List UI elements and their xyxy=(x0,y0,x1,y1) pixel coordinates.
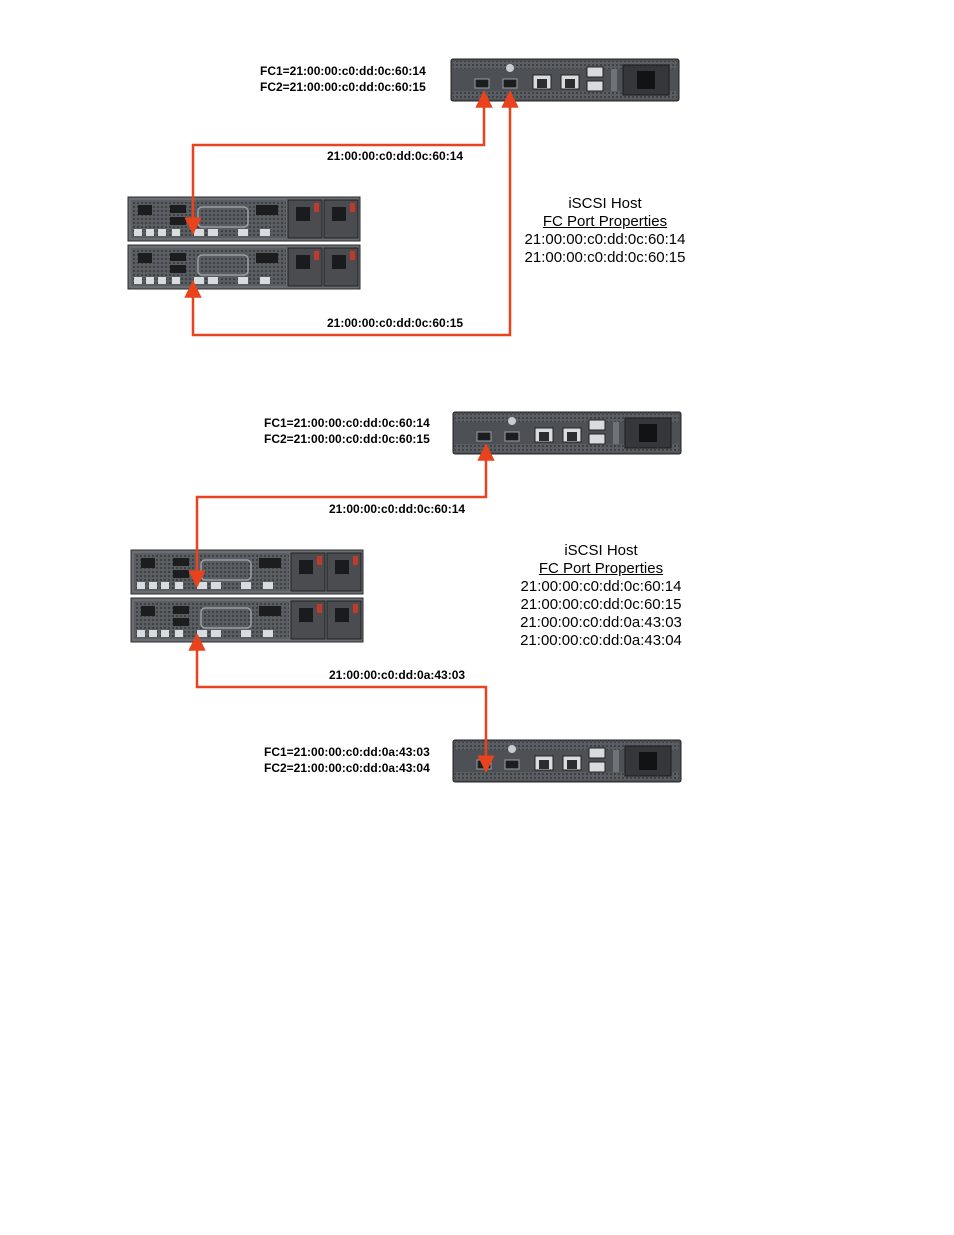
bottom-enclosure-upper xyxy=(130,549,364,595)
bottom-router1-fc1-label: FC1=21:00:00:c0:dd:0c:60:14 xyxy=(264,416,430,430)
top-link-fc2-label: 21:00:00:c0:dd:0c:60:15 xyxy=(327,316,464,330)
top-host-wwn: 21:00:00:c0:dd:0c:60:15 xyxy=(524,249,686,266)
bottom-host-properties: iSCSI Host FC Port Properties 21:00:00:c… xyxy=(506,542,696,650)
bottom-router1-fc2-label: FC2=21:00:00:c0:dd:0c:60:15 xyxy=(264,432,430,446)
bottom-router2-fc2-label: FC2=21:00:00:c0:dd:0a:43:04 xyxy=(264,761,430,775)
bottom-link-router2-label: 21:00:00:c0:dd:0a:43:03 xyxy=(329,668,466,682)
top-link-fc2 xyxy=(184,90,519,337)
bottom-host-wwn: 21:00:00:c0:dd:0c:60:14 xyxy=(520,578,682,595)
bottom-host-title: iSCSI Host xyxy=(564,542,638,559)
bottom-link-router2 xyxy=(188,633,495,773)
bottom-host-subtitle: FC Port Properties xyxy=(538,560,664,577)
top-host-wwn: 21:00:00:c0:dd:0c:60:14 xyxy=(524,231,686,248)
top-host-subtitle: FC Port Properties xyxy=(542,213,668,230)
bottom-link-router1-label: 21:00:00:c0:dd:0c:60:14 xyxy=(329,502,466,516)
bottom-enclosure-lower xyxy=(130,597,364,643)
top-router-fc2-label: FC2=21:00:00:c0:dd:0c:60:15 xyxy=(260,80,426,94)
bottom-router2-fc1-label: FC1=21:00:00:c0:dd:0a:43:03 xyxy=(264,745,430,759)
bottom-host-wwn: 21:00:00:c0:dd:0a:43:03 xyxy=(520,614,682,631)
top-link-fc1-label: 21:00:00:c0:dd:0c:60:14 xyxy=(327,149,464,163)
top-router-fc1-label: FC1=21:00:00:c0:dd:0c:60:14 xyxy=(260,64,426,78)
top-enclosure-upper xyxy=(127,196,361,242)
top-host-properties: iSCSI Host FC Port Properties 21:00:00:c… xyxy=(510,195,700,267)
top-host-title: iSCSI Host xyxy=(568,195,642,212)
bottom-host-wwn: 21:00:00:c0:dd:0c:60:15 xyxy=(520,596,682,613)
top-enclosure-lower xyxy=(127,244,361,290)
bottom-host-wwn: 21:00:00:c0:dd:0a:43:04 xyxy=(520,632,682,649)
bottom-link-router1 xyxy=(188,443,495,588)
